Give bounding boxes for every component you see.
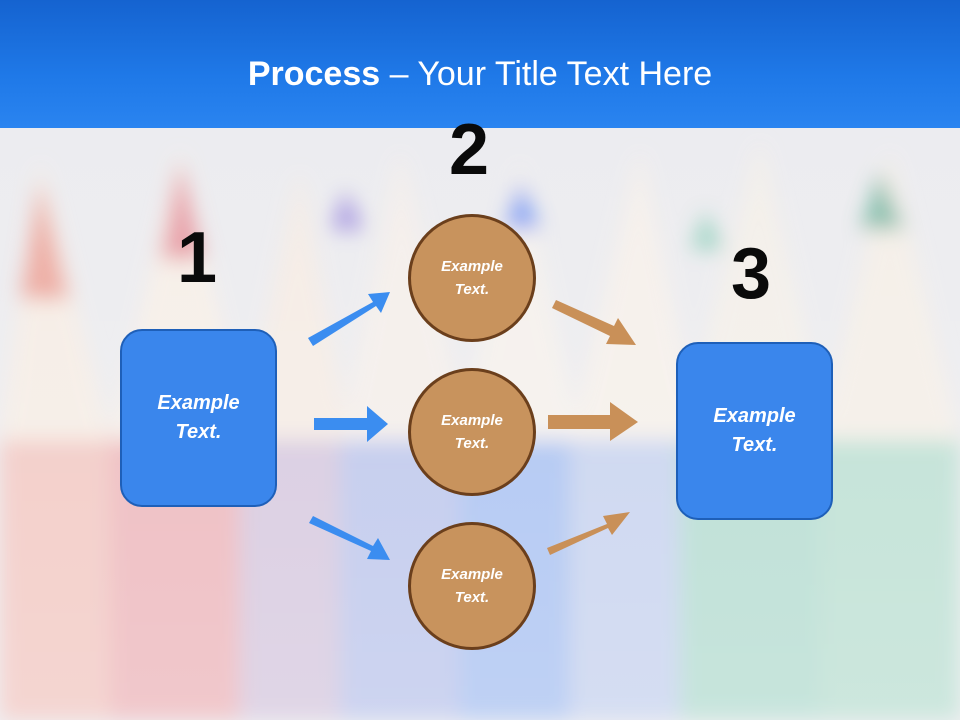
title-bar [0,0,960,128]
circle-text: Example Text. [441,412,503,452]
arrow-to-bottom-circle [309,516,390,560]
step-2-number: 2 [449,110,490,190]
step-1-number: 1 [177,218,218,298]
step-2-circle-bottom: Example Text. [408,522,536,650]
title-rest: – Your Title Text Here [380,55,713,93]
circle-text: Example Text. [441,566,503,606]
step-1-box: Example Text. [120,329,277,507]
arrow-from-bottom-circle [547,512,630,555]
title-bold: Process [247,55,381,93]
step-1-text: Example Text. [157,392,240,443]
step-3-box: Example Text. [676,342,833,520]
page-title: Process – Your Title Text Here [0,52,960,96]
arrow-to-middle-circle [314,406,388,442]
arrow-from-top-circle [552,300,636,345]
step-3-text: Example Text. [713,405,796,456]
arrow-right-icon [308,292,390,560]
step-2-circle-middle: Example Text. [408,368,536,496]
arrow-from-middle-circle [548,402,638,441]
circle-text: Example Text. [441,258,503,298]
step-2-circle-top: Example Text. [408,214,536,342]
arrow-to-top-circle [308,292,390,346]
step-3-number: 3 [731,234,772,314]
